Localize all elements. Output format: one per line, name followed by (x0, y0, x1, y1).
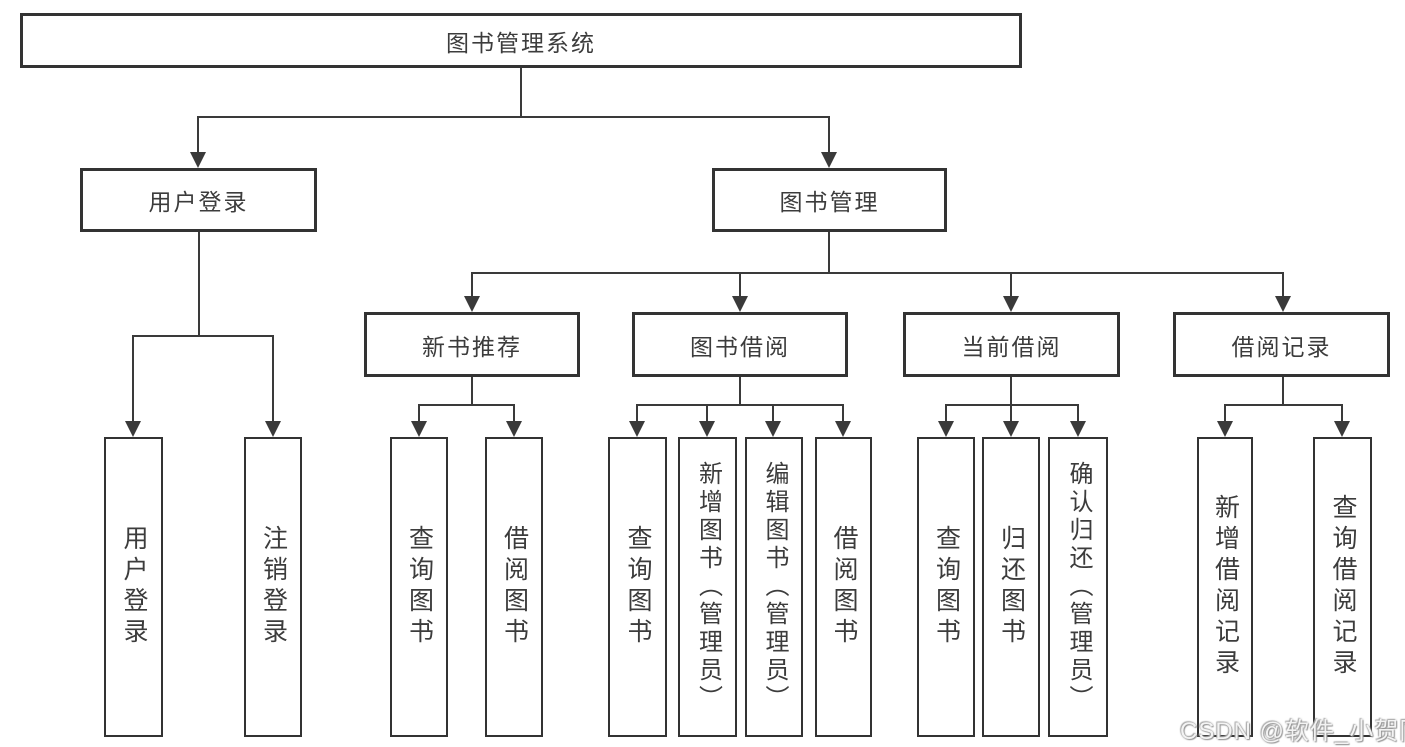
connector-borrowing-stem (739, 377, 741, 405)
leaf-current-return-book: 归还图书 (982, 437, 1040, 737)
arrow-records-query-record (1334, 405, 1350, 437)
arrow-to-current-borrowing (1003, 273, 1019, 312)
arrow-current-return-book (1003, 405, 1019, 437)
connector-records-hline (1224, 404, 1343, 406)
node-new-book-recommendation: 新书推荐 (364, 312, 580, 377)
leaf-recommend-borrow-books: 借阅图书 (485, 437, 543, 737)
leaf-records-add-borrow-record: 新增借阅记录 (1197, 437, 1253, 737)
arrow-borrowing-borrow-books (835, 405, 851, 437)
connector-current-stem (1010, 377, 1012, 405)
node-book-management-module: 图书管理 (712, 168, 947, 232)
leaf-borrowing-add-book-admin: 新增图书（管理员） (678, 437, 737, 737)
csdn-watermark: CSDN @软件_小贺同学 (1180, 718, 1405, 745)
connector-recommendation-stem (471, 377, 473, 405)
leaf-user-login: 用户登录 (104, 437, 163, 737)
connector-current-hline (945, 404, 1079, 406)
node-user-login-module: 用户登录 (80, 168, 317, 232)
connector-user-login-hline (132, 335, 274, 337)
arrow-current-confirm-return (1070, 405, 1086, 437)
node-current-borrowing: 当前借阅 (903, 312, 1120, 377)
arrow-to-new-book-recommendation (464, 273, 480, 312)
arrow-to-leaf-logout (265, 336, 281, 437)
arrow-to-user-login (190, 117, 206, 168)
node-library-management-system: 图书管理系统 (20, 13, 1022, 68)
arrow-recommend-borrow-books (506, 405, 522, 437)
connector-records-stem (1282, 377, 1284, 405)
node-borrowing-records: 借阅记录 (1173, 312, 1390, 377)
arrow-to-book-management (821, 117, 837, 168)
arrow-recommend-query-books (411, 405, 427, 437)
leaf-recommend-query-books: 查询图书 (390, 437, 448, 737)
arrow-borrowing-edit-book (765, 405, 781, 437)
connector-recommendation-hline (418, 404, 515, 406)
connector-level2-hline (197, 116, 830, 118)
node-book-borrowing: 图书借阅 (632, 312, 848, 377)
arrow-borrowing-add-book (699, 405, 715, 437)
arrow-to-borrowing-records (1275, 273, 1291, 312)
leaf-current-confirm-return-admin: 确认归还（管理员） (1048, 437, 1108, 737)
arrow-borrowing-query-books (629, 405, 645, 437)
connector-user-login-stem (198, 232, 200, 336)
leaf-borrowing-edit-book-admin: 编辑图书（管理员） (745, 437, 803, 737)
arrow-to-book-borrowing (732, 273, 748, 312)
leaf-borrowing-borrow-books: 借阅图书 (815, 437, 872, 737)
arrow-current-query-books (938, 405, 954, 437)
connector-borrowing-hline (636, 404, 844, 406)
leaf-logout: 注销登录 (244, 437, 302, 737)
connector-root-stem (520, 68, 522, 117)
arrow-to-leaf-user-login (125, 336, 141, 437)
connector-book-management-stem (828, 232, 830, 273)
arrow-records-add-record (1217, 405, 1233, 437)
leaf-borrowing-query-books: 查询图书 (608, 437, 667, 737)
leaf-current-query-books: 查询图书 (917, 437, 975, 737)
leaf-records-query-borrow-record: 查询借阅记录 (1313, 437, 1372, 737)
connector-level3-hline (471, 272, 1284, 274)
